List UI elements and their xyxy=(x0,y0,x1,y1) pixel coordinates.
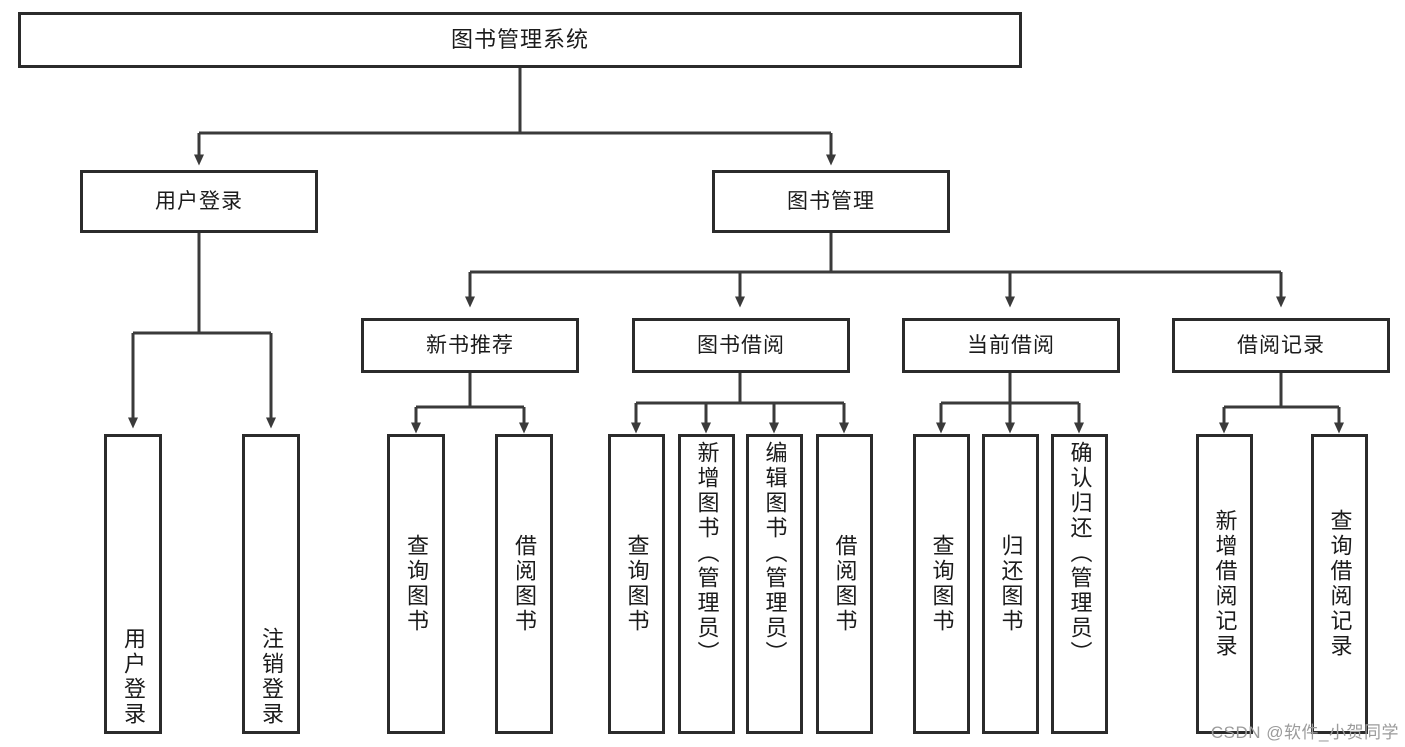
node-leaf-confirm-return-admin[interactable]: 确认归还（管理员） xyxy=(1051,434,1108,734)
node-label: 新增借阅记录 xyxy=(1212,509,1238,659)
node-label: 注销登录 xyxy=(259,627,284,727)
node-leaf-query-books-recommend[interactable]: 查询图书 xyxy=(387,434,445,734)
node-label: 图书管理系统 xyxy=(450,26,589,52)
node-label: 用户登录 xyxy=(121,627,146,727)
node-label: 借阅图书 xyxy=(512,534,537,634)
node-new-book-recommendation[interactable]: 新书推荐 xyxy=(361,318,579,373)
watermark-text: CSDN @软件_小贺同学 xyxy=(1210,723,1399,742)
node-label: 借阅图书 xyxy=(832,534,858,634)
node-label: 查询图书 xyxy=(929,534,955,634)
node-leaf-borrow-books-recommend[interactable]: 借阅图书 xyxy=(495,434,553,734)
node-leaf-return-books[interactable]: 归还图书 xyxy=(982,434,1039,734)
node-leaf-edit-book-admin[interactable]: 编辑图书（管理员） xyxy=(746,434,803,734)
node-leaf-borrow-books[interactable]: 借阅图书 xyxy=(816,434,873,734)
node-book-borrowing[interactable]: 图书借阅 xyxy=(632,318,850,373)
node-label: 编辑图书（管理员） xyxy=(762,441,788,666)
node-book-management[interactable]: 图书管理 xyxy=(712,170,950,233)
node-leaf-query-borrow-record[interactable]: 查询借阅记录 xyxy=(1311,434,1368,734)
node-label: 图书管理 xyxy=(787,189,875,213)
node-label: 当前借阅 xyxy=(967,333,1055,357)
node-root-library-management-system[interactable]: 图书管理系统 xyxy=(18,12,1022,68)
node-leaf-query-books-borrow[interactable]: 查询图书 xyxy=(608,434,665,734)
node-label: 归还图书 xyxy=(998,534,1024,634)
node-leaf-add-book-admin[interactable]: 新增图书（管理员） xyxy=(678,434,735,734)
node-label: 查询借阅记录 xyxy=(1327,509,1353,659)
node-borrow-records[interactable]: 借阅记录 xyxy=(1172,318,1390,373)
node-label: 用户登录 xyxy=(155,189,243,213)
node-label: 图书借阅 xyxy=(697,333,785,357)
node-label: 新增图书（管理员） xyxy=(694,441,720,666)
node-label: 查询图书 xyxy=(624,534,650,634)
node-label: 查询图书 xyxy=(404,534,429,634)
node-user-login[interactable]: 用户登录 xyxy=(80,170,318,233)
node-label: 确认归还（管理员） xyxy=(1067,441,1093,666)
node-leaf-query-books-current[interactable]: 查询图书 xyxy=(913,434,970,734)
node-leaf-user-login[interactable]: 用户登录 xyxy=(104,434,162,734)
node-leaf-add-borrow-record[interactable]: 新增借阅记录 xyxy=(1196,434,1253,734)
node-leaf-logout[interactable]: 注销登录 xyxy=(242,434,300,734)
node-label: 新书推荐 xyxy=(426,333,514,357)
node-current-borrowings[interactable]: 当前借阅 xyxy=(902,318,1120,373)
node-label: 借阅记录 xyxy=(1237,333,1325,357)
